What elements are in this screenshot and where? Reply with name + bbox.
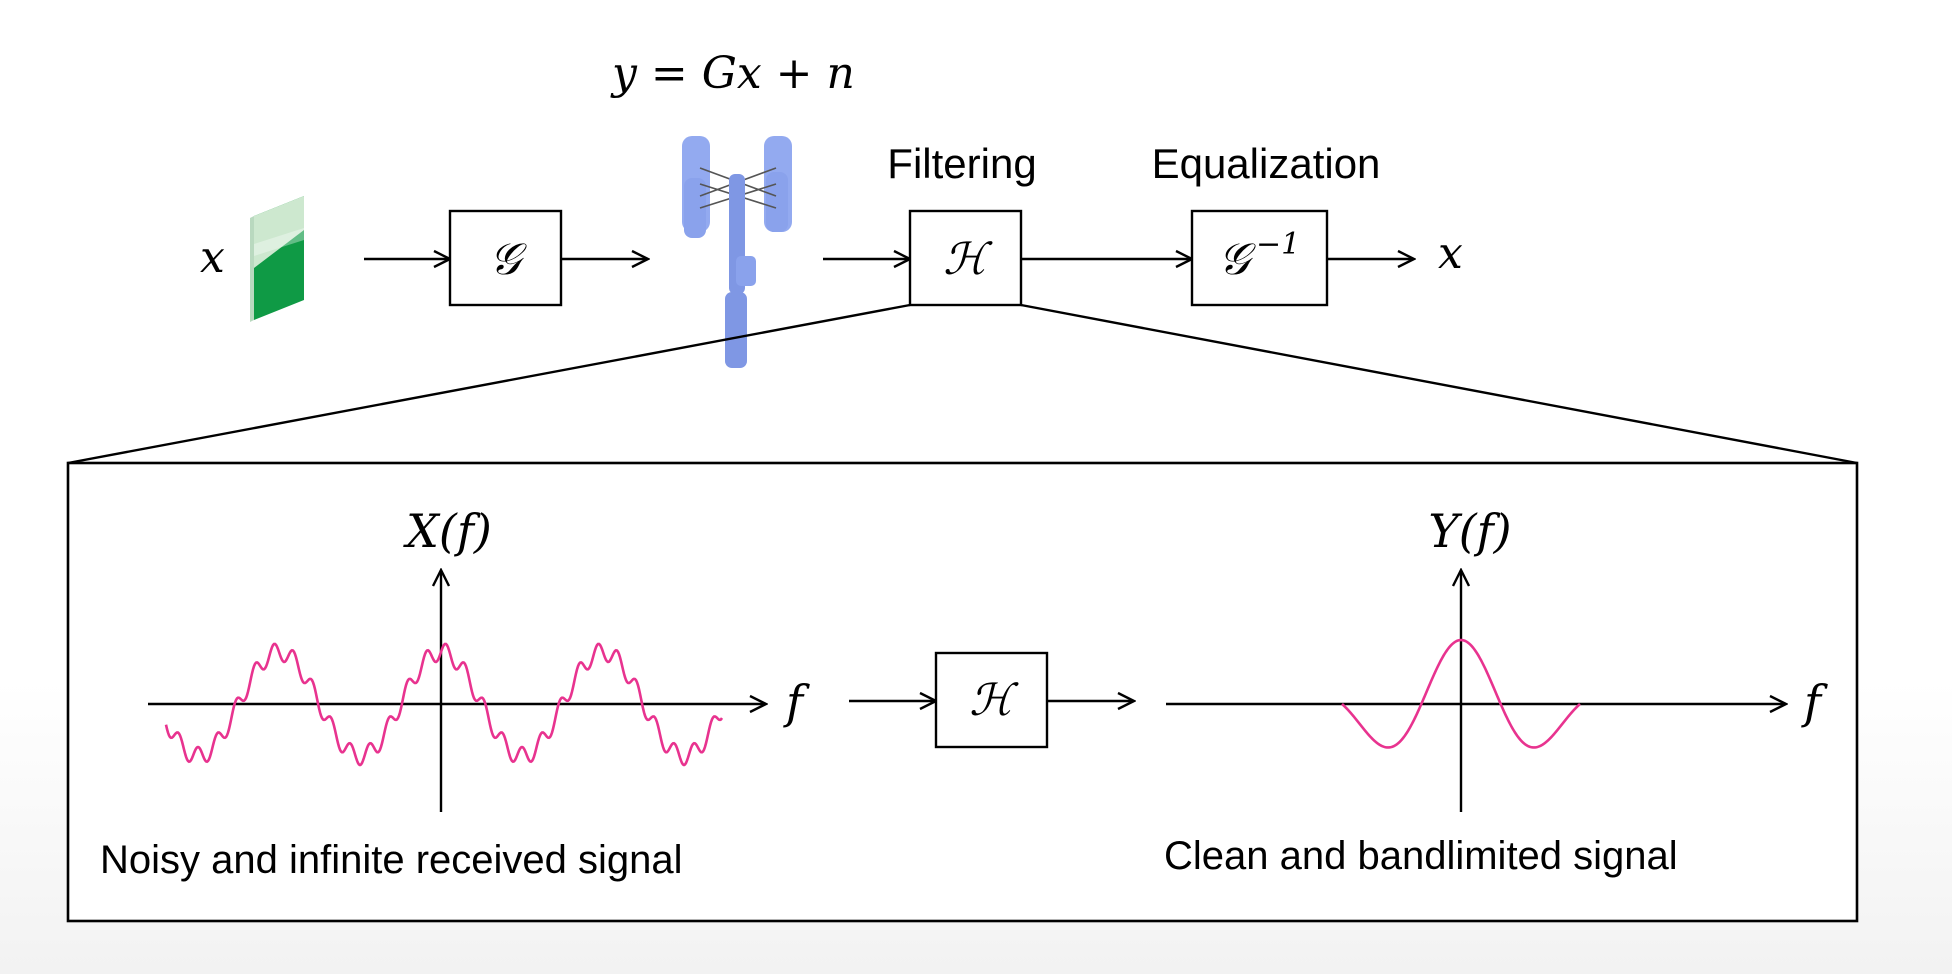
zoom-line-right bbox=[1020, 303, 1858, 465]
input-symbol: x bbox=[200, 232, 225, 283]
filter-block-label: ℋ bbox=[943, 234, 993, 285]
right-axis-label: Y(f) bbox=[1428, 504, 1511, 558]
transmitter-device-icon bbox=[250, 196, 304, 322]
equalizer-block: 𝒢 −1 bbox=[1190, 209, 1329, 307]
noisy-signal-curve bbox=[164, 642, 724, 767]
filtering-label: Filtering bbox=[887, 140, 1036, 187]
left-axis-label: X(f) bbox=[403, 504, 492, 558]
filter-block: ℋ bbox=[908, 209, 1023, 307]
clean-signal-curve bbox=[1341, 638, 1581, 749]
channel-equation: y = Gx + n bbox=[610, 48, 855, 99]
channel-block: 𝒢 bbox=[448, 209, 563, 307]
equalizer-exponent: −1 bbox=[1256, 227, 1300, 262]
detail-filter-block: ℋ bbox=[934, 651, 1049, 749]
output-symbol: x bbox=[1438, 228, 1463, 279]
right-caption: Clean and bandlimited signal bbox=[1164, 834, 1678, 878]
equalization-label: Equalization bbox=[1152, 140, 1381, 187]
cell-tower-icon bbox=[682, 136, 792, 368]
detail-filter-label: ℋ bbox=[969, 675, 1019, 726]
left-caption: Noisy and infinite received signal bbox=[100, 838, 683, 882]
zoom-line-left bbox=[67, 303, 911, 465]
